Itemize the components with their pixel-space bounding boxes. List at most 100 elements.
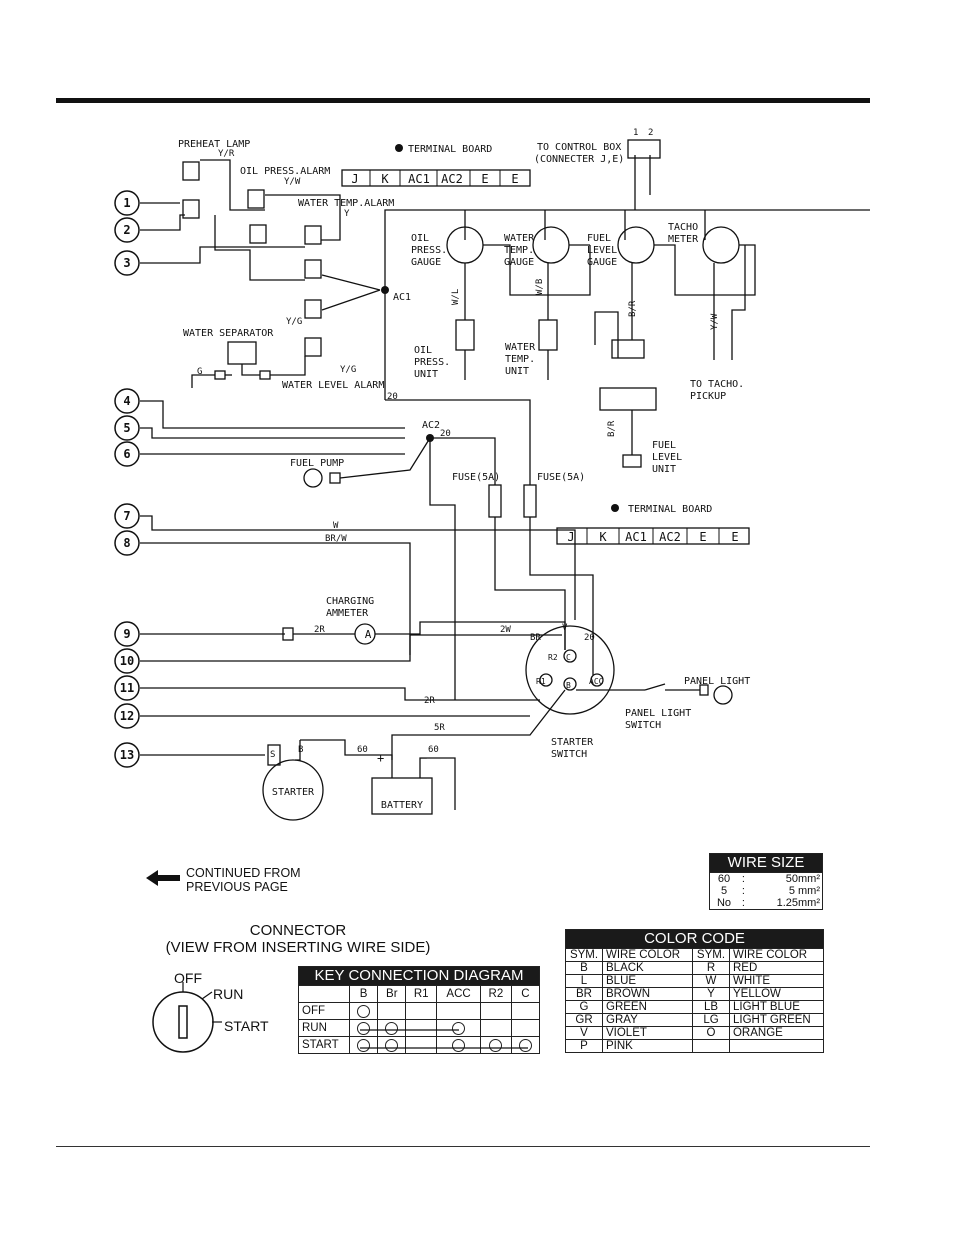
tacho-meter-l1: TACHO bbox=[668, 222, 698, 233]
key-col-header: C bbox=[510, 985, 541, 1003]
fuse-1-label: FUSE(5A) bbox=[452, 472, 500, 483]
continued-note: CONTINUED FROM PREVIOUS PAGE bbox=[186, 866, 301, 894]
wire-size-sep: : bbox=[738, 897, 749, 910]
key-row-label: START bbox=[298, 1036, 350, 1054]
color-sym: BR bbox=[565, 987, 603, 1001]
fuel-level-unit-l1: FUEL bbox=[652, 440, 676, 451]
to-control-box-label: TO CONTROL BOX bbox=[537, 142, 621, 153]
wire-yw-alarm: Y/W bbox=[284, 177, 301, 187]
callout-5: 5 bbox=[123, 421, 130, 435]
panel-light-switch-l2: SWITCH bbox=[625, 720, 661, 731]
color-code-row: L BLUE W WHITE bbox=[565, 974, 825, 988]
water-separator-label: WATER SEPARATOR bbox=[183, 328, 274, 339]
color-name: ORANGE bbox=[728, 1026, 825, 1040]
color-name: BROWN bbox=[602, 987, 693, 1001]
key-row-label: OFF bbox=[298, 1002, 350, 1020]
wire-size-sep: : bbox=[741, 873, 745, 885]
key-col-header: ACC bbox=[435, 985, 482, 1003]
tb-top-cell-e2: E bbox=[511, 172, 518, 186]
wire-y: Y bbox=[344, 209, 350, 219]
callout-9: 9 bbox=[123, 627, 130, 641]
fuel-pump-label: FUEL PUMP bbox=[290, 458, 344, 469]
connector-pin-2: 2 bbox=[648, 128, 653, 138]
wire-60-a: 60 bbox=[357, 745, 368, 755]
color-sym: B bbox=[565, 961, 603, 975]
arrow-left-icon bbox=[146, 870, 180, 886]
wire-wl: W/L bbox=[451, 289, 461, 305]
key-off-label: OFF bbox=[174, 970, 202, 986]
wire-br: BR bbox=[530, 633, 541, 643]
key-col-header bbox=[298, 985, 350, 1003]
color-sym: Y bbox=[691, 987, 730, 1001]
wire-size-title: WIRE SIZE bbox=[709, 853, 823, 873]
contact-mark bbox=[385, 1021, 399, 1035]
wire-size-code: No bbox=[709, 897, 738, 910]
contact-mark bbox=[518, 1038, 532, 1052]
color-code-header-row: SYM. WIRE COLOR SYM. WIRE COLOR bbox=[565, 948, 825, 962]
continued-line-1: CONTINUED FROM bbox=[186, 866, 301, 880]
charging-ammeter-l1: CHARGING bbox=[326, 596, 374, 607]
color-sym: GR bbox=[565, 1013, 603, 1027]
color-col-header: WIRE COLOR bbox=[602, 948, 693, 962]
key-row-off: OFF bbox=[298, 1002, 541, 1020]
color-code-title: COLOR CODE bbox=[565, 929, 824, 949]
color-name bbox=[728, 1039, 825, 1053]
tb-top-cell-j: J bbox=[351, 172, 358, 186]
panel-light-label: PANEL LIGHT bbox=[684, 676, 750, 687]
fuel-level-gauge-l2: LEVEL bbox=[587, 245, 617, 256]
color-code-row: V VIOLET O ORANGE bbox=[565, 1026, 825, 1040]
wire-20-b: 20 bbox=[440, 429, 451, 439]
fuel-level-gauge-l3: GAUGE bbox=[587, 257, 617, 268]
contact-mark bbox=[357, 1004, 371, 1018]
color-col-header: WIRE COLOR bbox=[728, 948, 825, 962]
preheat-lamp-label: PREHEAT LAMP bbox=[178, 139, 250, 150]
fuel-level-unit-l2: LEVEL bbox=[652, 452, 682, 463]
to-tacho-pickup-l1: TO TACHO. bbox=[690, 379, 744, 390]
color-name: PINK bbox=[602, 1039, 693, 1053]
color-name: GREEN bbox=[602, 1000, 693, 1014]
color-name: VIOLET bbox=[602, 1026, 693, 1040]
color-name: WHITE bbox=[728, 974, 825, 988]
callout-6: 6 bbox=[123, 447, 130, 461]
wire-2r-b: 2R bbox=[424, 696, 435, 706]
color-code-row: G GREEN LB LIGHT BLUE bbox=[565, 1000, 825, 1014]
terminal-board-label-bottom: TERMINAL BOARD bbox=[628, 504, 712, 515]
connector-title: CONNECTOR (VIEW FROM INSERTING WIRE SIDE… bbox=[158, 922, 438, 956]
wire-size-value: 50mm² bbox=[748, 872, 823, 885]
key-start-label: START bbox=[224, 1018, 269, 1034]
switch-r1: R1 bbox=[536, 677, 546, 686]
key-run-label: RUN bbox=[213, 986, 244, 1002]
callout-1: 1 bbox=[123, 196, 130, 210]
wire-yw-tacho: Y/W bbox=[710, 313, 720, 330]
tb-top-cell-ac2: AC2 bbox=[441, 172, 463, 186]
wire-size-sep: : bbox=[741, 885, 745, 897]
starter-s: S bbox=[270, 750, 275, 760]
callout-7: 7 bbox=[123, 509, 130, 523]
to-tacho-pickup-l2: PICKUP bbox=[690, 391, 726, 402]
color-name: GRAY bbox=[602, 1013, 693, 1027]
color-sym: V bbox=[565, 1026, 603, 1040]
wire-20-a: 20 bbox=[387, 392, 398, 402]
key-row-run: RUN bbox=[298, 1019, 541, 1037]
oil-press-gauge-l1: OIL bbox=[411, 233, 429, 244]
color-sym: LG bbox=[691, 1013, 730, 1027]
callout-13: 13 bbox=[120, 748, 134, 762]
bottom-rule bbox=[56, 1146, 870, 1147]
key-connection-header-row: B Br R1 ACC R2 C bbox=[298, 985, 541, 1003]
water-temp-gauge-l2: TEMP. bbox=[504, 245, 534, 256]
water-temp-alarm-label: WATER TEMP.ALARM bbox=[298, 198, 394, 209]
color-name: BLACK bbox=[602, 961, 693, 975]
color-sym: R bbox=[691, 961, 730, 975]
terminal-board-label-top: TERMINAL BOARD bbox=[408, 144, 492, 155]
tb-top-cell-e1: E bbox=[481, 172, 488, 186]
wire-5r: 5R bbox=[434, 723, 445, 733]
color-code-row: P PINK bbox=[565, 1039, 825, 1053]
key-switch-icon bbox=[152, 982, 222, 1053]
key-col-header: B bbox=[348, 985, 379, 1003]
callouts: 1 2 3 4 5 6 7 8 9 10 11 12 13 bbox=[114, 190, 140, 768]
tb-bottom-cell-e2: E bbox=[731, 530, 738, 544]
wire-v: V bbox=[562, 623, 568, 633]
starter-label: STARTER bbox=[272, 787, 315, 798]
connector-title-1: CONNECTOR bbox=[249, 922, 347, 939]
